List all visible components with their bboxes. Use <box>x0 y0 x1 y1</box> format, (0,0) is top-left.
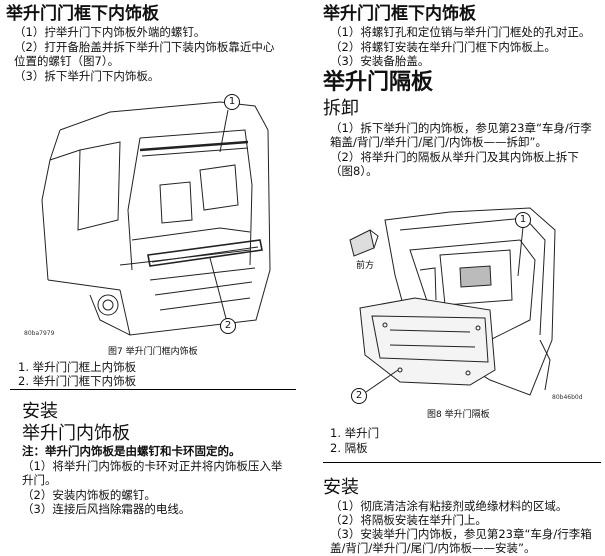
install-step-3: （3）连接后风挡除霜器的电线。 <box>22 502 191 516</box>
fig8-front-label: 前方 <box>356 261 375 271</box>
fig8-callout-1: 1 <box>519 214 527 225</box>
fig8-legend-1: 1. 举升门 <box>330 426 380 440</box>
fig8-legend-2: 2. 隔板 <box>330 441 368 455</box>
fig8-callout-2: 2 <box>355 390 363 401</box>
fig8-code: 80b46b0d <box>552 394 583 401</box>
install-title: 安装 <box>22 401 58 422</box>
fig7-callout-1: 1 <box>228 96 236 107</box>
install-step-1: （1）将举升门内饰板的卡环对正并将内饰板压入举 <box>22 459 283 473</box>
fig7-caption: 图7 举升门门框内饰板 <box>108 347 198 357</box>
right-install-step-1: （1）彻底清洁涂有粘接剂或绝缘材料的区域。 <box>330 499 568 513</box>
right-install-title: 安装 <box>323 477 359 498</box>
remove-step-1-cont: 箱盖/背门/举升门/尾门/内饰板——拆卸”。 <box>330 135 547 149</box>
sec1-step-2: （2）打开备胎盖并拆下举升门下装内饰板靠近中心 <box>14 40 275 54</box>
sec1-step-2-cont: 位置的螺钉（图7）。 <box>14 54 120 68</box>
right-sec-title: 举升门门框下内饰板 <box>323 4 476 24</box>
right-install-step-2: （2）将隔板安装在举升门上。 <box>330 513 487 527</box>
right-install-step-3: （3）安装举升门内饰板，参见第23章“车身/行李箱 <box>330 527 592 541</box>
remove-step-2: （2）将举升门的隔板从举升门及其内饰板上拆下 <box>330 150 579 164</box>
divider <box>323 462 601 463</box>
sec1-title: 举升门门框下内饰板 <box>6 4 159 24</box>
right-step-3: （3）安装备胎盖。 <box>330 54 430 68</box>
fig7-legend-1: 1. 举升门门框上内饰板 <box>18 360 137 374</box>
remove-step-1: （1）拆下举升门的内饰板，参见第23章“车身/行李 <box>330 121 592 135</box>
remove-title: 拆卸 <box>323 98 359 119</box>
big-title: 举升门隔板 <box>323 70 434 95</box>
right-step-1: （1）将螺钉孔和定位销与举升门门框处的孔对正。 <box>330 25 591 39</box>
sec1-step-1: （1）拧举升门下内饰板外端的螺钉。 <box>14 25 206 39</box>
right-install-step-3-cont: 盖/背门/举升门/尾门/内饰板——安装”。 <box>330 541 536 555</box>
fig7-code: 80ba7979 <box>24 330 55 337</box>
fig7-legend-2: 2. 举升门门框下内饰板 <box>18 374 137 388</box>
install-step-2: （2）安装内饰板的螺钉。 <box>22 488 156 502</box>
divider <box>10 389 296 390</box>
remove-step-2-cont: （图8）。 <box>330 164 378 178</box>
right-step-2: （2）将螺钉安装在举升门门框下内饰板上。 <box>330 40 556 54</box>
install-step-1-cont: 升门。 <box>22 473 57 487</box>
fig8-caption: 图8 举升门隔板 <box>427 410 490 420</box>
install-note: 注：举升门内饰板是由螺钉和卡环固定的。 <box>22 444 241 458</box>
sub-title: 举升门内饰板 <box>22 423 130 444</box>
fig7-liftgate-illustration <box>41 94 271 336</box>
fig7-callout-2: 2 <box>224 320 232 331</box>
sec1-step-3: （3）拆下举升门下内饰板。 <box>14 69 160 83</box>
fig8-liftgate-panel-illustration <box>349 207 556 404</box>
